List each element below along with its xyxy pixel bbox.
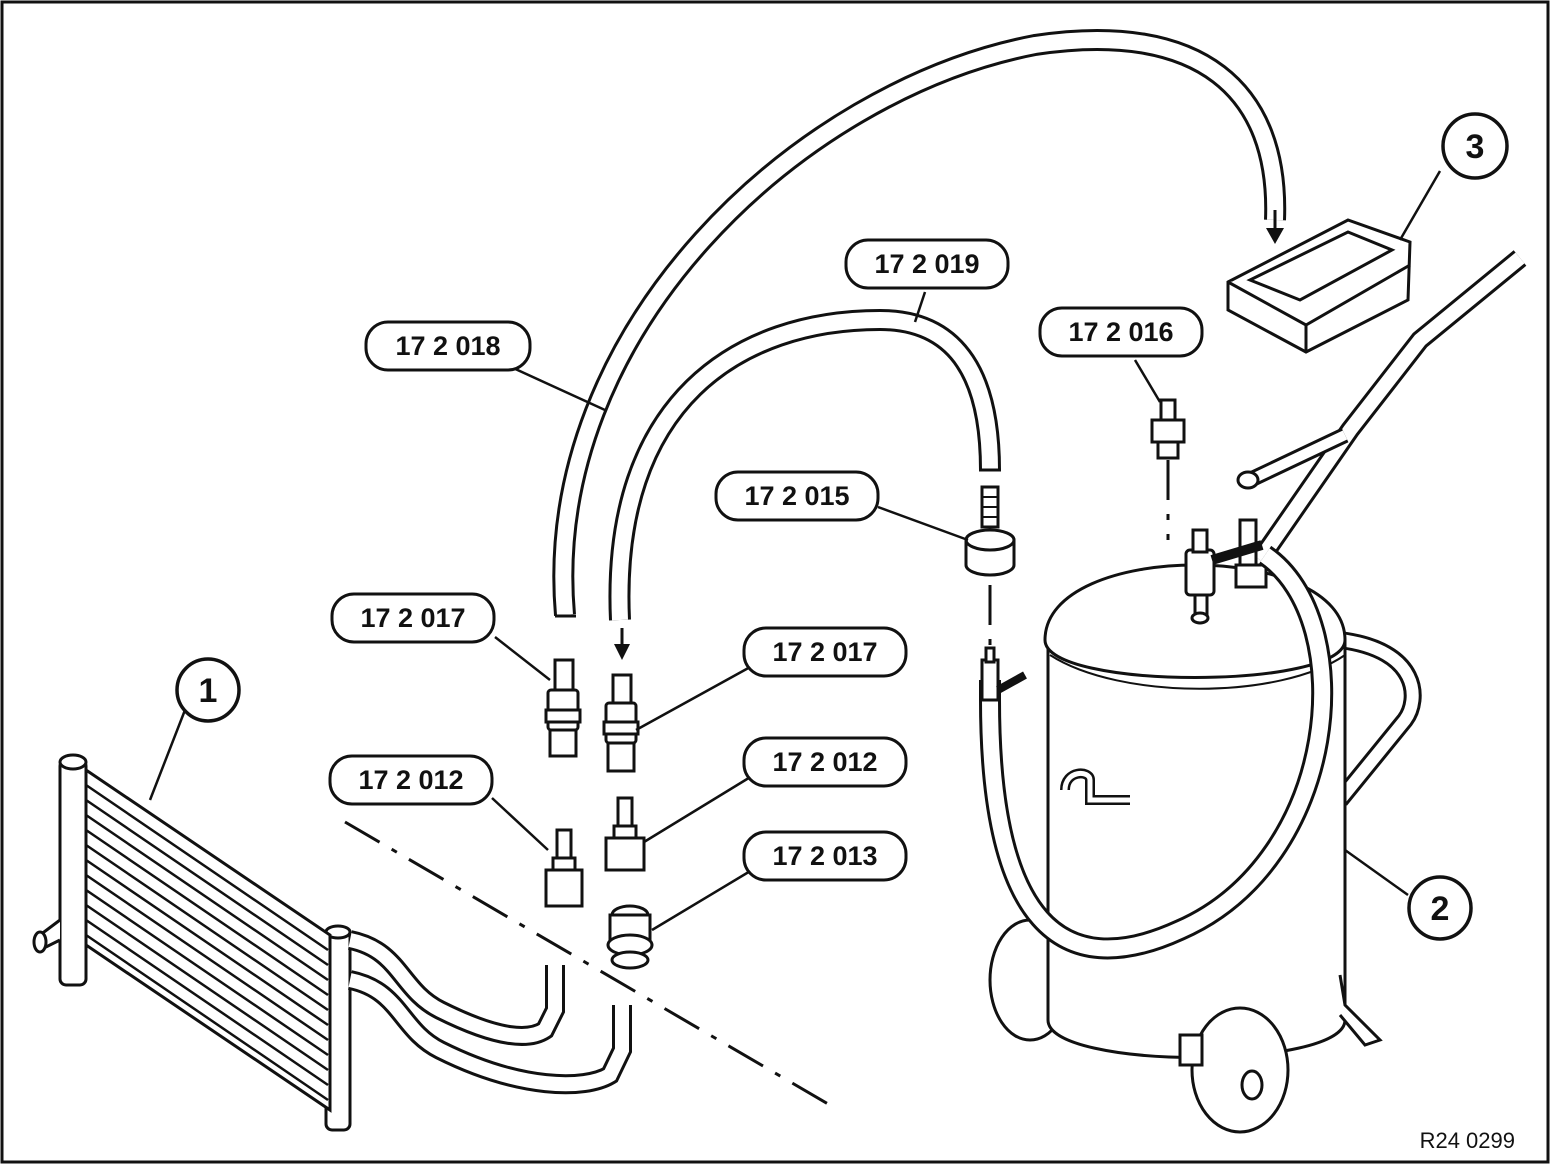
label-17-2-013: 17 2 013 xyxy=(742,830,908,882)
label-17-2-012-left-text: 17 2 012 xyxy=(358,765,463,795)
hose-17-2-018 xyxy=(552,29,1287,618)
drain-tray xyxy=(1226,218,1412,354)
label-17-2-015-text: 17 2 015 xyxy=(744,481,849,511)
label-17-2-017-left: 17 2 017 xyxy=(330,592,496,644)
hose-17-2-019 xyxy=(608,308,1001,621)
callout-3-text: 3 xyxy=(1466,128,1485,166)
label-17-2-013-text: 17 2 013 xyxy=(772,841,877,871)
adapter-17-2-012-left xyxy=(544,828,584,908)
label-17-2-015: 17 2 015 xyxy=(714,470,880,522)
callout-2-text: 2 xyxy=(1431,890,1450,928)
label-17-2-012-right: 17 2 012 xyxy=(742,736,908,788)
assembly-axis-lines xyxy=(344,460,1170,1110)
label-17-2-016: 17 2 016 xyxy=(1038,306,1204,358)
oil-extractor xyxy=(979,250,1527,1134)
label-17-2-017-left-text: 17 2 017 xyxy=(360,603,465,633)
label-17-2-012-left: 17 2 012 xyxy=(328,754,494,806)
callout-1: 1 xyxy=(175,657,241,723)
label-17-2-017-right-text: 17 2 017 xyxy=(772,637,877,667)
adapter-17-2-016 xyxy=(1150,398,1186,460)
label-17-2-016-text: 17 2 016 xyxy=(1068,317,1173,347)
figure-reference: R24 0299 xyxy=(1420,1128,1515,1153)
label-17-2-019-text: 17 2 019 xyxy=(874,249,979,279)
adapter-17-2-015 xyxy=(964,485,1016,577)
flow-arrow-to-adapter xyxy=(614,628,630,660)
adapter-17-2-013 xyxy=(606,904,654,970)
label-17-2-018: 17 2 018 xyxy=(364,320,532,372)
label-17-2-019: 17 2 019 xyxy=(844,238,1010,290)
callout-2: 2 xyxy=(1407,875,1473,941)
label-17-2-012-right-text: 17 2 012 xyxy=(772,747,877,777)
flow-arrow-to-tray xyxy=(1266,210,1284,244)
adapter-17-2-017-right xyxy=(602,673,640,773)
adapter-17-2-017-left xyxy=(544,658,582,758)
leader-lines xyxy=(148,170,1442,932)
oil-cooler xyxy=(32,753,632,1132)
label-17-2-017-right: 17 2 017 xyxy=(742,626,908,678)
adapter-17-2-012-right xyxy=(604,796,646,872)
callout-1-text: 1 xyxy=(199,672,218,710)
callout-3: 3 xyxy=(1441,112,1509,180)
label-17-2-018-text: 17 2 018 xyxy=(395,331,500,361)
